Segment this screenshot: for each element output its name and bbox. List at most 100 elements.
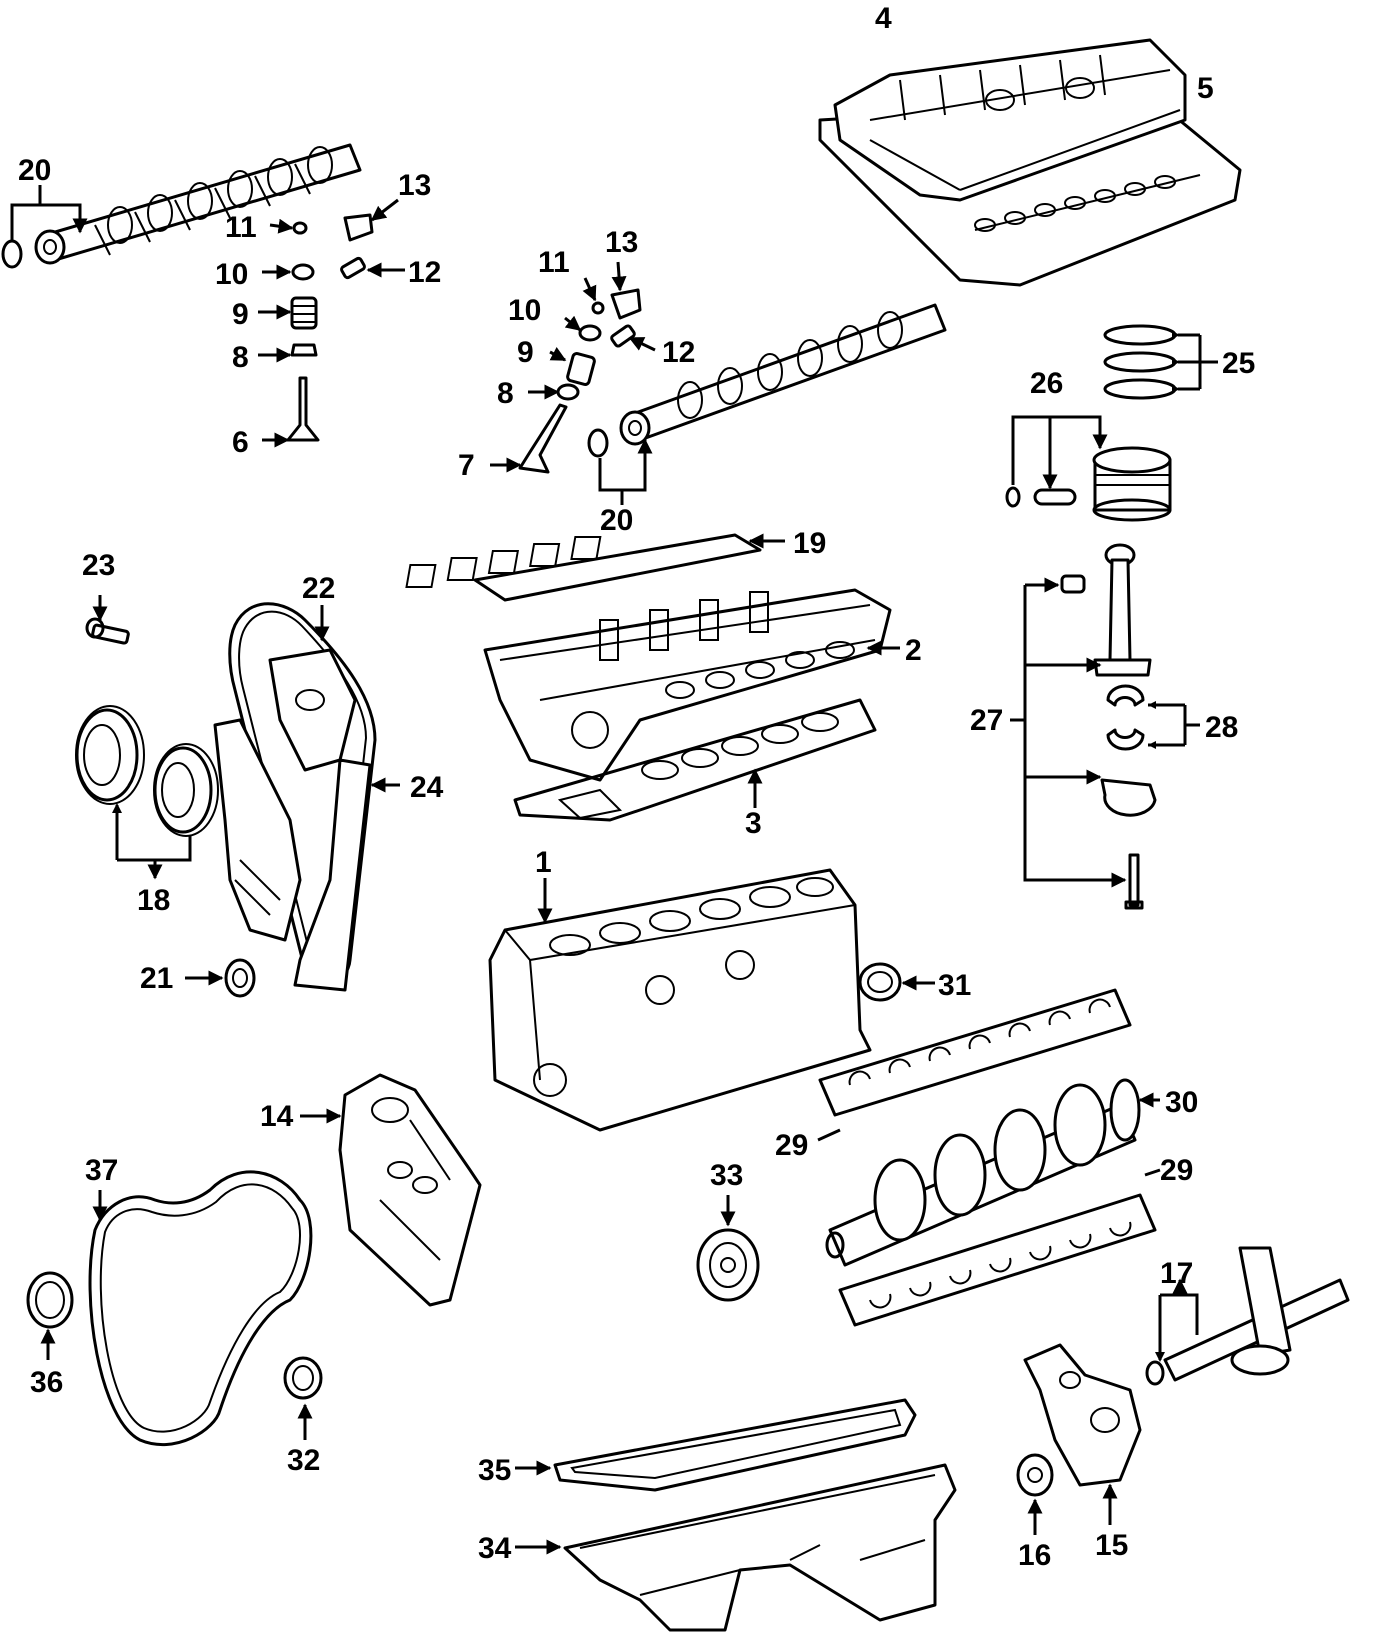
- lash-adjuster-center: [610, 324, 636, 348]
- callout-29-lower: 29: [1160, 1154, 1193, 1187]
- callout-19: 19: [793, 527, 826, 560]
- serpentine-belt: [88, 1170, 313, 1446]
- callout-15: 15: [1095, 1529, 1128, 1562]
- pickup-o-ring: [1145, 1360, 1165, 1386]
- callout-11-left: 11: [225, 211, 257, 244]
- oil-pan: [563, 1463, 957, 1632]
- oil-pickup-tube: [1163, 1246, 1350, 1382]
- crankshaft: [825, 1078, 1141, 1267]
- callout-18: 18: [137, 884, 170, 917]
- main-bearings-lower: [838, 1193, 1157, 1327]
- rocker-arm-left: [343, 213, 374, 242]
- rod-cap: [1100, 778, 1157, 817]
- valve-left: [286, 376, 320, 442]
- chain-tensioner-rail: [213, 718, 302, 942]
- lash-adjuster-left: [340, 256, 366, 280]
- idler-pulley: [26, 1271, 74, 1329]
- callout-9-left: 9: [232, 298, 249, 331]
- callout-36: 36: [30, 1366, 63, 1399]
- callout-35: 35: [478, 1454, 511, 1487]
- front-crank-seal: [283, 1356, 323, 1400]
- valve-seal-left: [290, 343, 318, 357]
- callout-5: 5: [1197, 72, 1214, 105]
- piston-pin-clip: [1005, 486, 1021, 508]
- callout-28: 28: [1205, 711, 1238, 744]
- callout-22: 22: [302, 572, 335, 605]
- camshaft-intake: [34, 143, 362, 265]
- valve-seal-center: [556, 383, 580, 401]
- camshaft-seal-ring-left: [1, 239, 23, 269]
- rear-main-seal: [858, 962, 902, 1002]
- callout-34: 34: [478, 1532, 512, 1565]
- callout-10-center: 10: [508, 294, 541, 327]
- callout-9-center: 9: [517, 336, 534, 369]
- callout-33: 33: [710, 1159, 743, 1192]
- head-gasket: [513, 698, 877, 822]
- piston: [1092, 446, 1172, 522]
- chain-guide-rail: [293, 758, 372, 992]
- callout-3: 3: [745, 807, 762, 840]
- chain-guide-upper: [268, 648, 357, 772]
- piston-rings: [1103, 324, 1177, 400]
- bolt: [85, 617, 130, 645]
- callout-32: 32: [287, 1444, 320, 1477]
- valve-retainer-left: [291, 263, 315, 281]
- rocker-arm-center: [610, 288, 642, 320]
- valve-center: [518, 403, 568, 474]
- callout-1: 1: [535, 846, 552, 879]
- callout-8-left: 8: [232, 341, 249, 374]
- callout-30: 30: [1165, 1086, 1198, 1119]
- valve-spring-center: [566, 352, 596, 386]
- sprocket-camshaft-2: [153, 743, 219, 837]
- callout-17: 17: [1160, 1257, 1193, 1290]
- callout-6: 6: [232, 426, 249, 459]
- callout-21: 21: [140, 962, 173, 995]
- callout-8-center: 8: [497, 377, 514, 410]
- vibration-damper: [696, 1228, 760, 1302]
- callout-14: 14: [260, 1100, 294, 1133]
- callout-12-center: 12: [662, 336, 695, 369]
- oil-pump: [1023, 1343, 1142, 1487]
- sprocket-camshaft-1: [75, 705, 145, 805]
- valve-spring-left: [290, 296, 318, 330]
- camshaft-seal-ring-center: [587, 428, 609, 458]
- callout-29-upper: 29: [775, 1129, 808, 1162]
- callout-20-left: 20: [18, 154, 51, 187]
- camshaft-bearing-ladder: [405, 533, 762, 602]
- valve-keeper-center: [591, 301, 605, 315]
- callout-25: 25: [1222, 347, 1255, 380]
- callout-13-left: 13: [398, 169, 431, 202]
- callout-23: 23: [82, 549, 115, 582]
- callout-4: 4: [875, 2, 892, 35]
- callout-12-left: 12: [408, 256, 441, 289]
- timing-case-cover: [338, 1073, 482, 1307]
- callout-2: 2: [905, 634, 922, 667]
- oil-pump-sprocket: [1016, 1453, 1054, 1497]
- callout-labels: 1 2 3 4 5 6 7 8 8 9 9 10 10 11 11 12 12 …: [18, 2, 1255, 1572]
- callout-7: 7: [458, 449, 475, 482]
- rod-bolt: [1124, 853, 1144, 910]
- valve-retainer-center: [578, 324, 602, 342]
- seal-ring: [224, 958, 256, 998]
- cylinder-head: [483, 588, 892, 782]
- engine-block: [488, 868, 872, 1132]
- valve-cover: [833, 38, 1187, 202]
- camshaft-exhaust: [619, 303, 947, 446]
- callout-31: 31: [938, 969, 971, 1002]
- callout-27: 27: [970, 704, 1003, 737]
- callout-24: 24: [410, 771, 444, 804]
- rod-bushing: [1060, 574, 1086, 594]
- oil-pan-gasket: [553, 1398, 917, 1492]
- main-bearings-upper: [818, 988, 1132, 1117]
- rod-bearing-upper: [1106, 684, 1145, 707]
- connecting-rod: [1093, 543, 1152, 677]
- callout-20-center: 20: [600, 504, 633, 537]
- piston-pin: [1033, 488, 1077, 506]
- callout-13-center: 13: [605, 226, 638, 259]
- rod-bearing-lower: [1106, 728, 1145, 751]
- valve-keeper-left: [292, 221, 308, 235]
- callout-37: 37: [85, 1154, 118, 1187]
- timing-chain: [228, 602, 377, 984]
- callout-26: 26: [1030, 367, 1063, 400]
